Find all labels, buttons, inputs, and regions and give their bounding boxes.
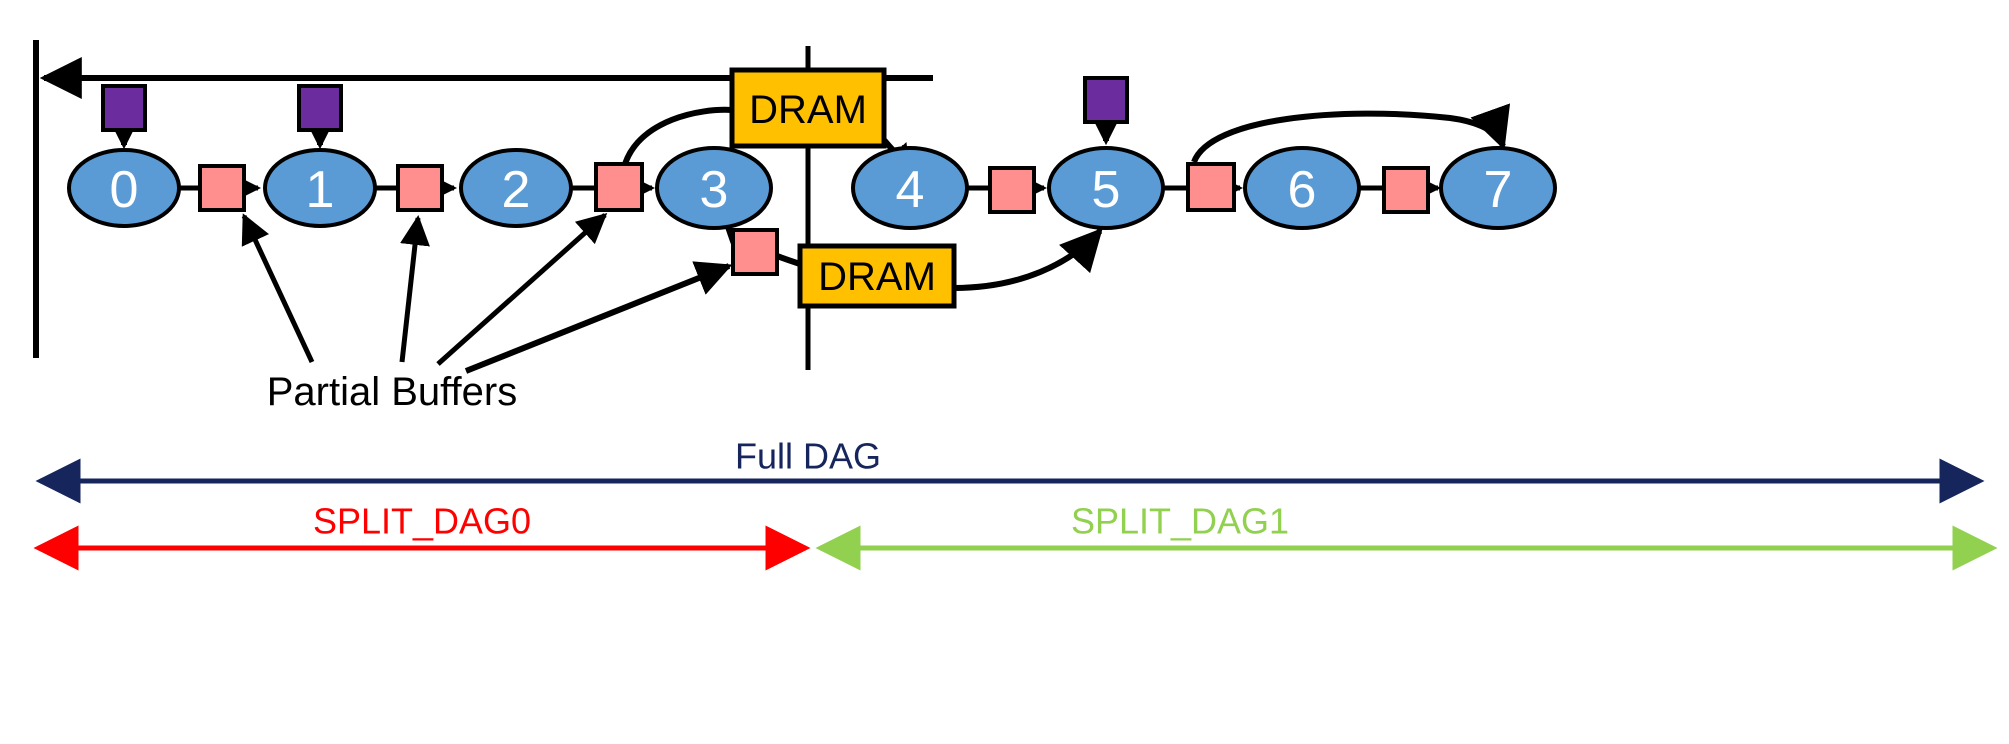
partial-buffer-2-3[interactable]	[594, 162, 644, 212]
node-3-label: 3	[700, 161, 729, 219]
scope-full-dag: Full DAG	[35, 436, 1985, 504]
edge-buffer23-to-dram-top	[622, 106, 733, 166]
node-3[interactable]: 3	[655, 146, 773, 230]
dram-top-block[interactable]: DRAM	[729, 67, 887, 149]
node-1-shape	[263, 148, 377, 228]
node-3-shape	[655, 146, 773, 230]
partial-buffer-0-1[interactable]	[198, 164, 246, 212]
node-6-shape	[1243, 146, 1361, 230]
input-block-node-1[interactable]	[297, 84, 343, 132]
node-5-shape	[1047, 146, 1165, 230]
partial-buffer-1-2[interactable]	[396, 164, 444, 212]
node-7[interactable]: 7	[1439, 146, 1557, 230]
scope-full-dag-label: Full DAG	[735, 436, 881, 477]
dram-bottom-rect	[797, 243, 957, 309]
dram-bottom-label: DRAM	[818, 255, 936, 299]
partial-buffers-annotation: Partial Buffers	[267, 370, 518, 414]
leader-line-buffer-0-1	[241, 213, 315, 364]
partial-buffer-5-6[interactable]	[1186, 162, 1236, 212]
node-6-label: 6	[1288, 161, 1317, 219]
node-4-label: 4	[896, 161, 925, 219]
partial-buffer-3-dram[interactable]	[731, 228, 779, 276]
leader-line-buffer-2-3	[436, 213, 608, 366]
node-1-label: 1	[306, 161, 335, 219]
edge-buffer56-to-node7	[1191, 103, 1511, 164]
node-0-label: 0	[110, 161, 139, 219]
leader-line-buffer-1-2	[399, 215, 430, 363]
edge-dram-bottom-to-node5	[953, 227, 1103, 291]
node-0[interactable]: 0	[67, 148, 181, 228]
partial-buffer-4-5[interactable]	[988, 166, 1036, 214]
input-block-node-5[interactable]	[1083, 76, 1129, 124]
scope-split-dag0: SPLIT_DAG0	[33, 501, 811, 571]
dram-top-label: DRAM	[749, 88, 867, 132]
edge-buffer3dram-to-dram-bottom	[775, 253, 801, 267]
node-7-shape	[1439, 146, 1557, 230]
node-4[interactable]: 4	[851, 146, 969, 230]
input-block-node-0[interactable]	[101, 84, 147, 132]
node-5-label: 5	[1092, 161, 1121, 219]
node-6[interactable]: 6	[1243, 146, 1361, 230]
node-2[interactable]: 2	[459, 148, 573, 228]
dram-top-rect	[729, 67, 887, 149]
leader-line-buffer-3-dram	[464, 261, 733, 374]
node-1[interactable]: 1	[263, 148, 377, 228]
dram-bottom-block[interactable]: DRAM	[797, 243, 957, 309]
node-5[interactable]: 5	[1047, 146, 1165, 230]
partial-buffer-6-7[interactable]	[1382, 166, 1430, 214]
node-4-shape	[851, 146, 969, 230]
scope-split-dag1-label: SPLIT_DAG1	[1071, 501, 1289, 542]
scope-split-dag0-label: SPLIT_DAG0	[313, 501, 531, 542]
node-2-shape	[459, 148, 573, 228]
scope-split-dag1: SPLIT_DAG1	[815, 501, 1998, 571]
node-7-label: 7	[1484, 161, 1513, 219]
node-2-label: 2	[502, 161, 531, 219]
node-0-shape	[67, 148, 181, 228]
